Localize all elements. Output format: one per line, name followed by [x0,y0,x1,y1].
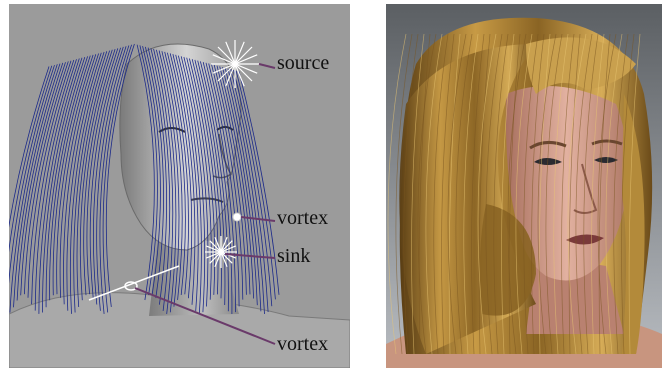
source-star-icon [211,40,259,88]
vector-field-panel: source vortex sink vortex [9,4,350,368]
label-source: source [277,53,329,73]
label-vortex-lower: vortex [277,334,328,354]
hair-strand [10,64,57,312]
star-ray [235,64,252,81]
leader-vortex-upper [241,217,275,221]
sink-star-icon [205,236,237,268]
vortex-upper-marker [233,213,241,221]
label-sink: sink [277,246,310,266]
hair-strand [24,61,68,294]
rendered-hair-panel [386,4,662,368]
leader-source [259,64,275,68]
label-vortex-upper: vortex [277,208,328,228]
hair-strand [21,62,66,295]
rendered-hair-illustration [386,4,662,368]
star-ray [235,47,252,64]
